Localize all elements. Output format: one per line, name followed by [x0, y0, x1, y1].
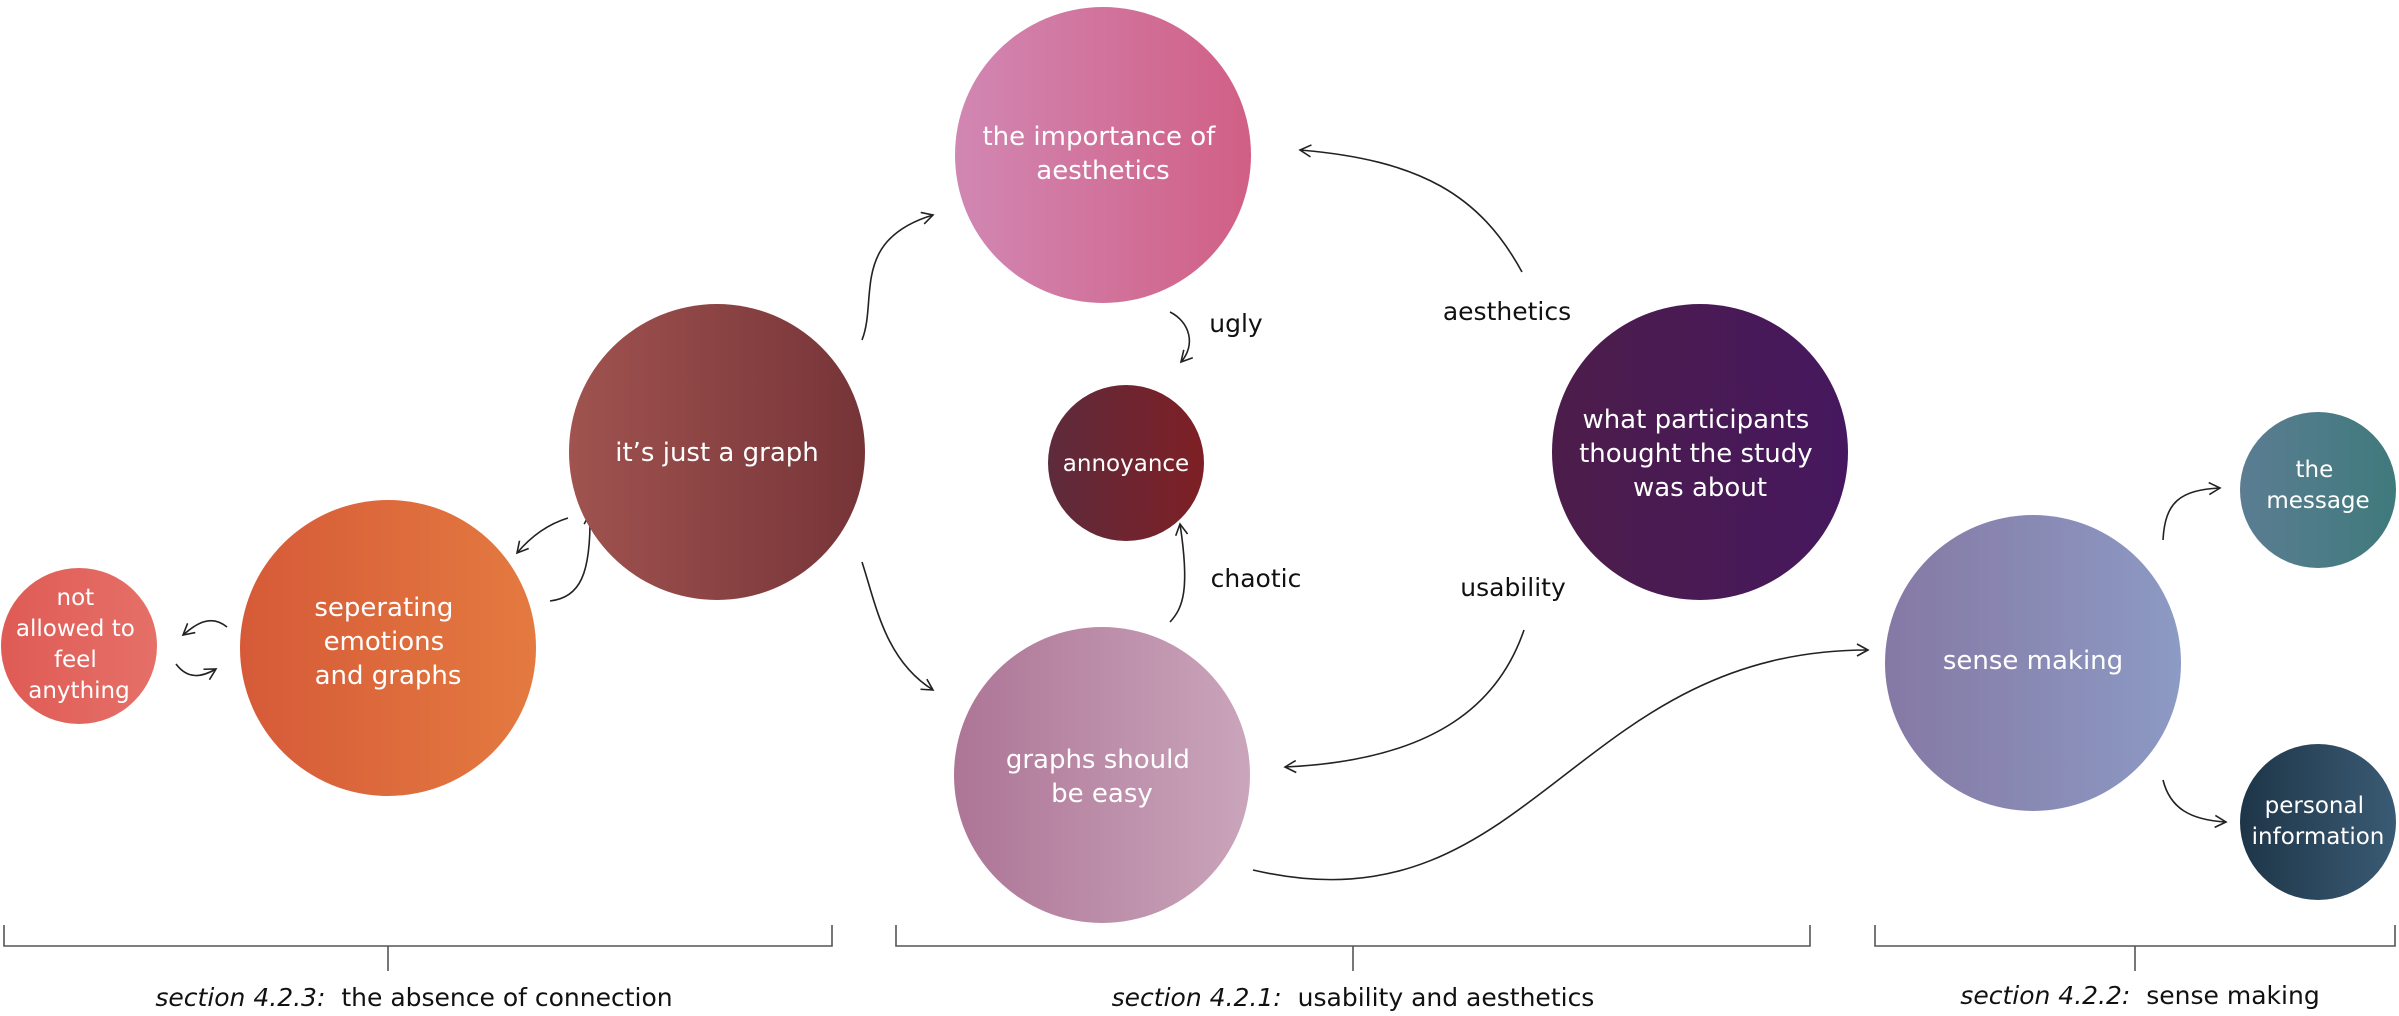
node-label-line: thought the study	[1579, 439, 1813, 469]
node-not-allowed-circle	[1, 568, 157, 724]
node-label-line: seperating	[314, 593, 453, 623]
arrow-graphs-easy-to-annoyance	[1169, 522, 1189, 623]
node-label-line: personal	[2265, 793, 2364, 819]
node-label-line: information	[2252, 824, 2385, 850]
node-label-line: sense making	[1943, 646, 2123, 676]
node-label-line: emotions	[324, 627, 445, 657]
edge-label-chaotic: chaotic	[1211, 564, 1302, 593]
section-bracket-sense-making	[1874, 925, 2396, 971]
node-study-about-label: what participants thought the study was …	[1579, 405, 1821, 503]
node-annoyance-circle	[1048, 385, 1204, 541]
bracket-line	[895, 925, 1811, 947]
node-label-line: aesthetics	[1036, 156, 1169, 186]
section-prefix: section 4.2.3:	[155, 983, 325, 1012]
node-separating: seperating emotions and graphs	[240, 500, 536, 796]
node-label-line: graphs should	[1006, 745, 1190, 775]
node-study-about-circle	[1552, 304, 1848, 600]
node-message: the message	[2240, 412, 2396, 568]
node-graphs-easy: graphs should be easy	[954, 627, 1250, 923]
node-not-allowed-label: not allowed to feel anything	[16, 585, 142, 704]
arrow-study-to-graphs-easy	[1283, 629, 1525, 774]
node-label-line: the importance of	[982, 122, 1216, 152]
node-label-line: be easy	[1051, 779, 1153, 809]
node-aesthetics-importance-circle	[955, 7, 1251, 303]
arrow-graph-to-separating	[515, 517, 569, 555]
arrow-sense-making-to-message	[2162, 481, 2222, 541]
bracket-line	[1874, 925, 2396, 947]
node-not-allowed: not allowed to feel anything	[1, 568, 157, 724]
arrow-not-allowed-to-separating	[175, 663, 218, 681]
section-prefix: section 4.2.1:	[1112, 983, 1282, 1012]
node-label-line: feel	[54, 647, 97, 673]
arrow-separating-to-not-allowed	[181, 619, 228, 637]
node-label-line: the	[2295, 457, 2333, 483]
section-bracket-usability	[895, 925, 1811, 971]
node-graphs-easy-circle	[954, 627, 1250, 923]
node-sense-making-label: sense making	[1943, 646, 2123, 676]
section-label-absence: section 4.2.3: the absence of connection	[155, 983, 672, 1012]
node-message-label: the message	[2266, 457, 2369, 514]
node-label-line: what participants	[1582, 405, 1809, 435]
section-label-usability: section 4.2.1: usability and aesthetics	[1112, 983, 1595, 1012]
node-separating-label: seperating emotions and graphs	[314, 593, 461, 691]
node-just-a-graph: it’s just a graph	[569, 304, 865, 600]
node-label-line: was about	[1633, 473, 1767, 503]
node-label-line: annoyance	[1063, 451, 1189, 477]
node-graphs-easy-label: graphs should be easy	[1006, 745, 1198, 809]
node-just-a-graph-label: it’s just a graph	[615, 438, 819, 468]
arrow-study-to-aesthetics	[1298, 144, 1523, 273]
node-label-line: it’s just a graph	[615, 438, 819, 468]
section-title: the absence of connection	[341, 983, 672, 1012]
arrow-graph-to-aesthetics	[861, 211, 935, 341]
node-separating-circle	[240, 500, 536, 796]
node-study-about: what participants thought the study was …	[1552, 304, 1848, 600]
edge-label-usability: usability	[1460, 573, 1566, 602]
node-label-line: message	[2266, 488, 2369, 514]
node-annoyance: annoyance	[1048, 385, 1204, 541]
node-aesthetics-importance: the importance of aesthetics	[955, 7, 1251, 303]
section-bracket-absence	[3, 925, 833, 971]
section-title: usability and aesthetics	[1298, 983, 1595, 1012]
node-label-line: and graphs	[315, 661, 462, 691]
edge-label-aesthetics: aesthetics	[1443, 297, 1571, 326]
section-title: sense making	[2146, 981, 2319, 1010]
section-label-sense-making: section 4.2.2: sense making	[1960, 981, 2319, 1010]
node-just-a-graph-circle	[569, 304, 865, 600]
section-prefix: section 4.2.2:	[1960, 981, 2130, 1010]
node-personal-info-label: personal information	[2252, 793, 2385, 850]
node-personal-info: personal information	[2240, 744, 2396, 900]
bracket-line	[3, 925, 833, 947]
node-personal-info-circle	[2240, 744, 2396, 900]
node-sense-making: sense making	[1885, 515, 2181, 811]
node-label-line: allowed to	[16, 616, 135, 642]
node-aesthetics-importance-label: the importance of aesthetics	[982, 122, 1223, 186]
node-annoyance-label: annoyance	[1063, 451, 1189, 477]
arrows	[175, 144, 2228, 881]
node-sense-making-circle	[1885, 515, 2181, 811]
node-message-circle	[2240, 412, 2396, 568]
arrow-sense-making-to-personal-info	[2162, 779, 2228, 829]
arrow-graphs-easy-to-sense-making	[1252, 643, 1870, 881]
edge-label-ugly: ugly	[1209, 309, 1263, 338]
arrow-separating-to-graph	[549, 511, 597, 602]
node-label-line: anything	[28, 678, 129, 704]
arrow-graph-to-graphs-easy	[861, 561, 935, 691]
node-label-line: not	[57, 585, 95, 611]
arrow-aesthetics-to-annoyance	[1169, 311, 1194, 364]
